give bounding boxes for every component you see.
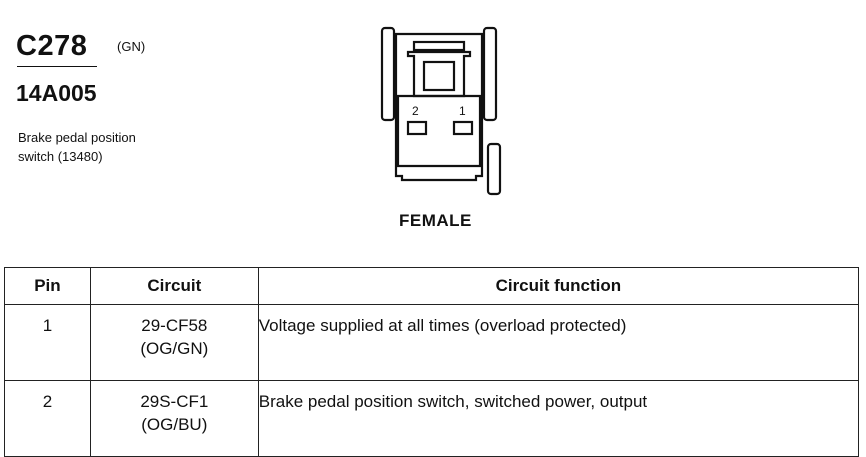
- pin-1-cavity: [452, 120, 474, 136]
- circuit-wire-color: (OG/BU): [141, 415, 208, 434]
- inner-shroud: [396, 94, 482, 168]
- row-pin: 2: [4, 380, 91, 457]
- header-circuit-function: Circuit function: [257, 267, 860, 305]
- left-latch: [380, 26, 396, 122]
- pin-2-cavity: [406, 120, 428, 136]
- description-line-1: Brake pedal position: [18, 130, 136, 145]
- circuit-number: 29-CF58: [141, 316, 208, 335]
- pin-2-label: 2: [412, 104, 419, 118]
- row-circuit-function: Voltage supplied at all times (overload …: [257, 304, 860, 381]
- circuit-wire-color: (OG/GN): [140, 339, 209, 358]
- row-circuit: 29-CF58 (OG/GN): [89, 304, 259, 381]
- connector-id-underline: [17, 66, 97, 67]
- key: [406, 50, 472, 98]
- table-row: 1 29-CF58 (OG/GN) Voltage supplied at al…: [4, 304, 860, 381]
- right-latch: [482, 26, 498, 122]
- table-header-row: Pin Circuit Circuit function: [4, 267, 860, 305]
- header-circuit: Circuit: [89, 267, 259, 305]
- row-circuit-function: Brake pedal position switch, switched po…: [257, 380, 860, 457]
- key-top-slot: [412, 40, 466, 52]
- connector-part-number: 14A005: [16, 80, 97, 106]
- connector-id: C278: [16, 30, 88, 62]
- lower-right-latch: [486, 142, 502, 196]
- row-pin: 1: [4, 304, 91, 381]
- pin-1-label: 1: [459, 104, 466, 118]
- description-line-2: switch (13480): [18, 149, 103, 164]
- connector-description: Brake pedal position switch (13480): [18, 128, 198, 166]
- row-circuit: 29S-CF1 (OG/BU): [89, 380, 259, 457]
- pinout-table: Pin Circuit Circuit function 1 29-CF58 (…: [4, 267, 860, 457]
- connector-wire-color: (GN): [117, 39, 146, 54]
- key-inner: [422, 60, 456, 92]
- table-row: 2 29S-CF1 (OG/BU) Brake pedal position s…: [4, 380, 860, 457]
- connector-body: [394, 32, 484, 182]
- connector-face-diagram: 2 1: [380, 26, 502, 196]
- connector-gender-label: FEMALE: [399, 211, 472, 230]
- circuit-number: 29S-CF1: [140, 392, 209, 411]
- header-pin: Pin: [4, 267, 91, 305]
